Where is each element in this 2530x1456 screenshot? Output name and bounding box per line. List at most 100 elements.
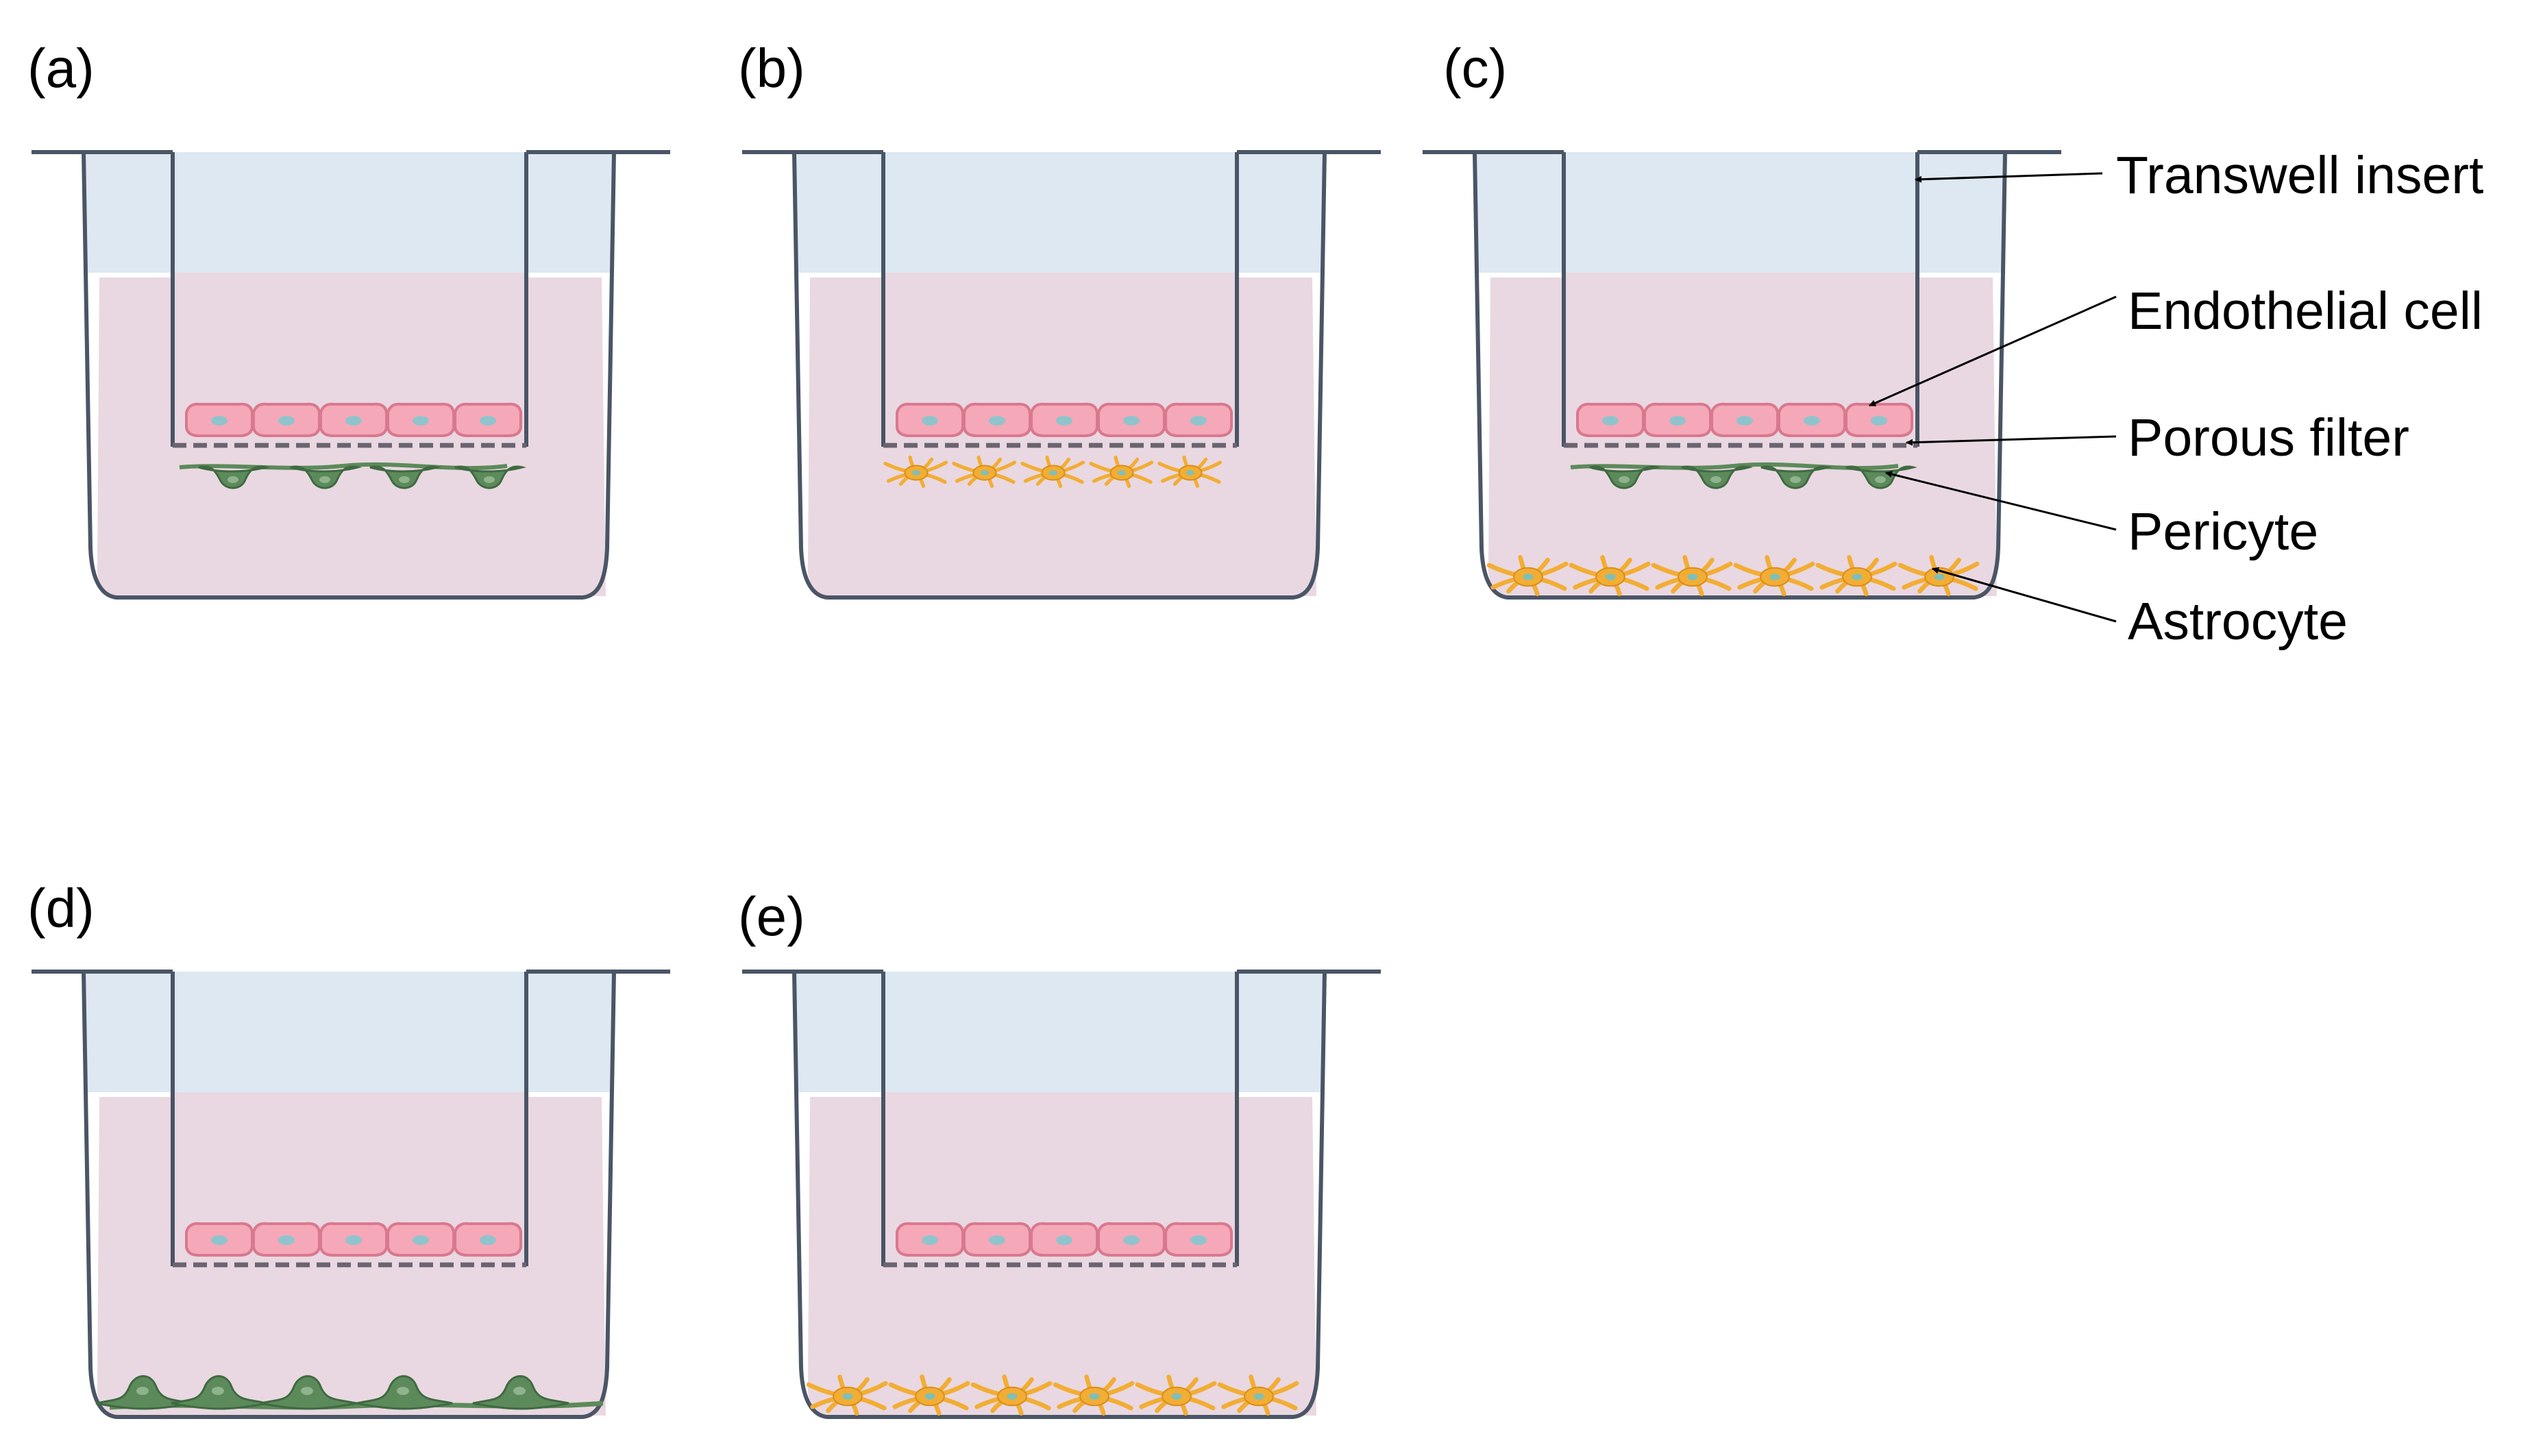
endothelial-cell-nucleus (345, 416, 362, 425)
endothelial-layer (185, 1222, 522, 1257)
well-wall (1473, 151, 2007, 600)
astrocyte-cell (1053, 1374, 1135, 1416)
pericyte-cell-nucleus (399, 476, 410, 483)
endothelial-cell-nucleus (922, 416, 938, 425)
endothelial-cell (1643, 402, 1712, 437)
pericyte-cell (369, 465, 438, 489)
pericyte-cell-nucleus (513, 1387, 526, 1395)
astrocyte-cell (1157, 455, 1223, 489)
endothelial-layer (896, 1222, 1233, 1257)
endothelial-cell-nucleus (480, 416, 496, 425)
insert-upper-medium (882, 152, 1238, 273)
endothelial-cell (896, 402, 964, 437)
endothelial-cell (1030, 402, 1098, 437)
astrocyte-layer-well-bottom (1486, 555, 1980, 597)
astrocyte-cell-nucleus (1852, 573, 1863, 580)
astrocyte-cell (970, 1374, 1053, 1416)
endothelial-cell (1164, 1222, 1233, 1257)
panel-a: (a) (27, 38, 670, 600)
pericyte-cell-nucleus (136, 1387, 149, 1395)
endothelial-cell-nucleus (211, 416, 228, 425)
insert-upper-medium (882, 972, 1238, 1092)
endothelial-cell-nucleus (278, 416, 295, 425)
astrocyte-cell (1651, 555, 1733, 597)
pericyte-cell-nucleus (228, 476, 238, 483)
pericyte-cell (454, 465, 523, 489)
pericyte-cell (1589, 465, 1658, 489)
endothelial-cell-nucleus (1123, 1235, 1140, 1245)
endothelial-cell (1030, 1222, 1098, 1257)
endothelial-cell (1778, 402, 1846, 437)
endothelial-cell-nucleus (922, 1235, 938, 1245)
astrocyte-cell (1020, 455, 1085, 489)
endothelial-cell-nucleus (1804, 416, 1820, 425)
astrocyte-layer-underside (883, 455, 1223, 489)
astrocyte-cell-nucleus (924, 1393, 935, 1400)
pericyte-cell-nucleus (1619, 476, 1630, 483)
endothelial-cell (319, 1222, 388, 1257)
pericyte-cell (198, 465, 267, 489)
astrocyte-cell (952, 455, 1017, 489)
astrocyte-cell (1486, 555, 1569, 597)
astrocyte-cell-nucleus (1605, 573, 1616, 580)
astrocyte-cell-nucleus (1186, 470, 1194, 476)
well-wall (82, 971, 616, 1419)
pericyte-cell-nucleus (1790, 476, 1801, 483)
endothelial-cell-nucleus (1871, 416, 1887, 425)
legend: Transwell insert Endothelial cell Porous… (1869, 146, 2483, 651)
astrocyte-cell-nucleus (1007, 1393, 1018, 1400)
endothelial-cell (454, 1222, 522, 1257)
astrocyte-cell (883, 455, 948, 489)
astrocyte-cell-nucleus (1934, 573, 1945, 580)
transwell-c (1423, 150, 2061, 600)
astrocyte-cell (1815, 555, 1898, 597)
arrow-astrocyte (1932, 567, 2117, 623)
endothelial-cell (252, 402, 321, 437)
arrow-endothelial-cell (1869, 295, 2117, 407)
panel-d: (d) (27, 878, 670, 1419)
arrow-transwell-insert (1915, 172, 2103, 183)
pericyte-cell (472, 1375, 569, 1410)
endothelial-cell (252, 1222, 321, 1257)
endothelial-cell (1845, 402, 1913, 437)
pericyte-cell-nucleus (397, 1387, 409, 1395)
transwell-d (32, 970, 670, 1419)
endothelial-cell (1097, 1222, 1166, 1257)
pericyte-cell (1845, 465, 1914, 489)
endothelial-cell (185, 402, 254, 437)
astrocyte-cell (1089, 455, 1154, 489)
label-endothelial-cell: Endothelial cell (2128, 282, 2483, 341)
endothelial-cell-nucleus (1056, 416, 1072, 425)
astrocyte-cell-nucleus (1523, 573, 1534, 580)
panel-label-b: (b) (738, 38, 805, 99)
pericyte-cell (1760, 465, 1829, 489)
endothelial-cell-nucleus (1736, 416, 1753, 425)
label-transwell-insert: Transwell insert (2116, 146, 2483, 205)
astrocyte-cell-nucleus (1687, 573, 1698, 580)
endothelial-cell (386, 1222, 455, 1257)
astrocyte-cell-nucleus (1089, 1393, 1100, 1400)
pericyte-cell-nucleus (1875, 476, 1886, 483)
label-astrocyte: Astrocyte (2128, 592, 2348, 651)
transwell-e (742, 970, 1381, 1419)
label-porous-filter: Porous filter (2128, 408, 2409, 467)
endothelial-cell (319, 402, 388, 437)
insert-upper-medium (171, 972, 528, 1092)
astrocyte-cell-nucleus (842, 1393, 853, 1400)
endothelial-cell (454, 402, 522, 437)
pericyte-cell-nucleus (484, 476, 495, 483)
panel-label-e: (e) (738, 886, 805, 947)
astrocyte-cell-nucleus (1049, 470, 1057, 476)
astrocyte-cell (1217, 1374, 1299, 1416)
endothelial-cell-nucleus (1190, 1235, 1207, 1245)
endothelial-cell (1710, 402, 1779, 437)
endothelial-cell (185, 1222, 254, 1257)
endothelial-cell-nucleus (480, 1235, 496, 1245)
astrocyte-layer-well-bottom (806, 1374, 1299, 1416)
transwell-b (742, 150, 1381, 600)
astrocyte-cell-nucleus (1769, 573, 1780, 580)
pericyte-cell (95, 1375, 193, 1410)
pericyte-cell-nucleus (319, 476, 330, 483)
well-wall (792, 151, 1327, 600)
panel-label-d: (d) (27, 878, 95, 939)
